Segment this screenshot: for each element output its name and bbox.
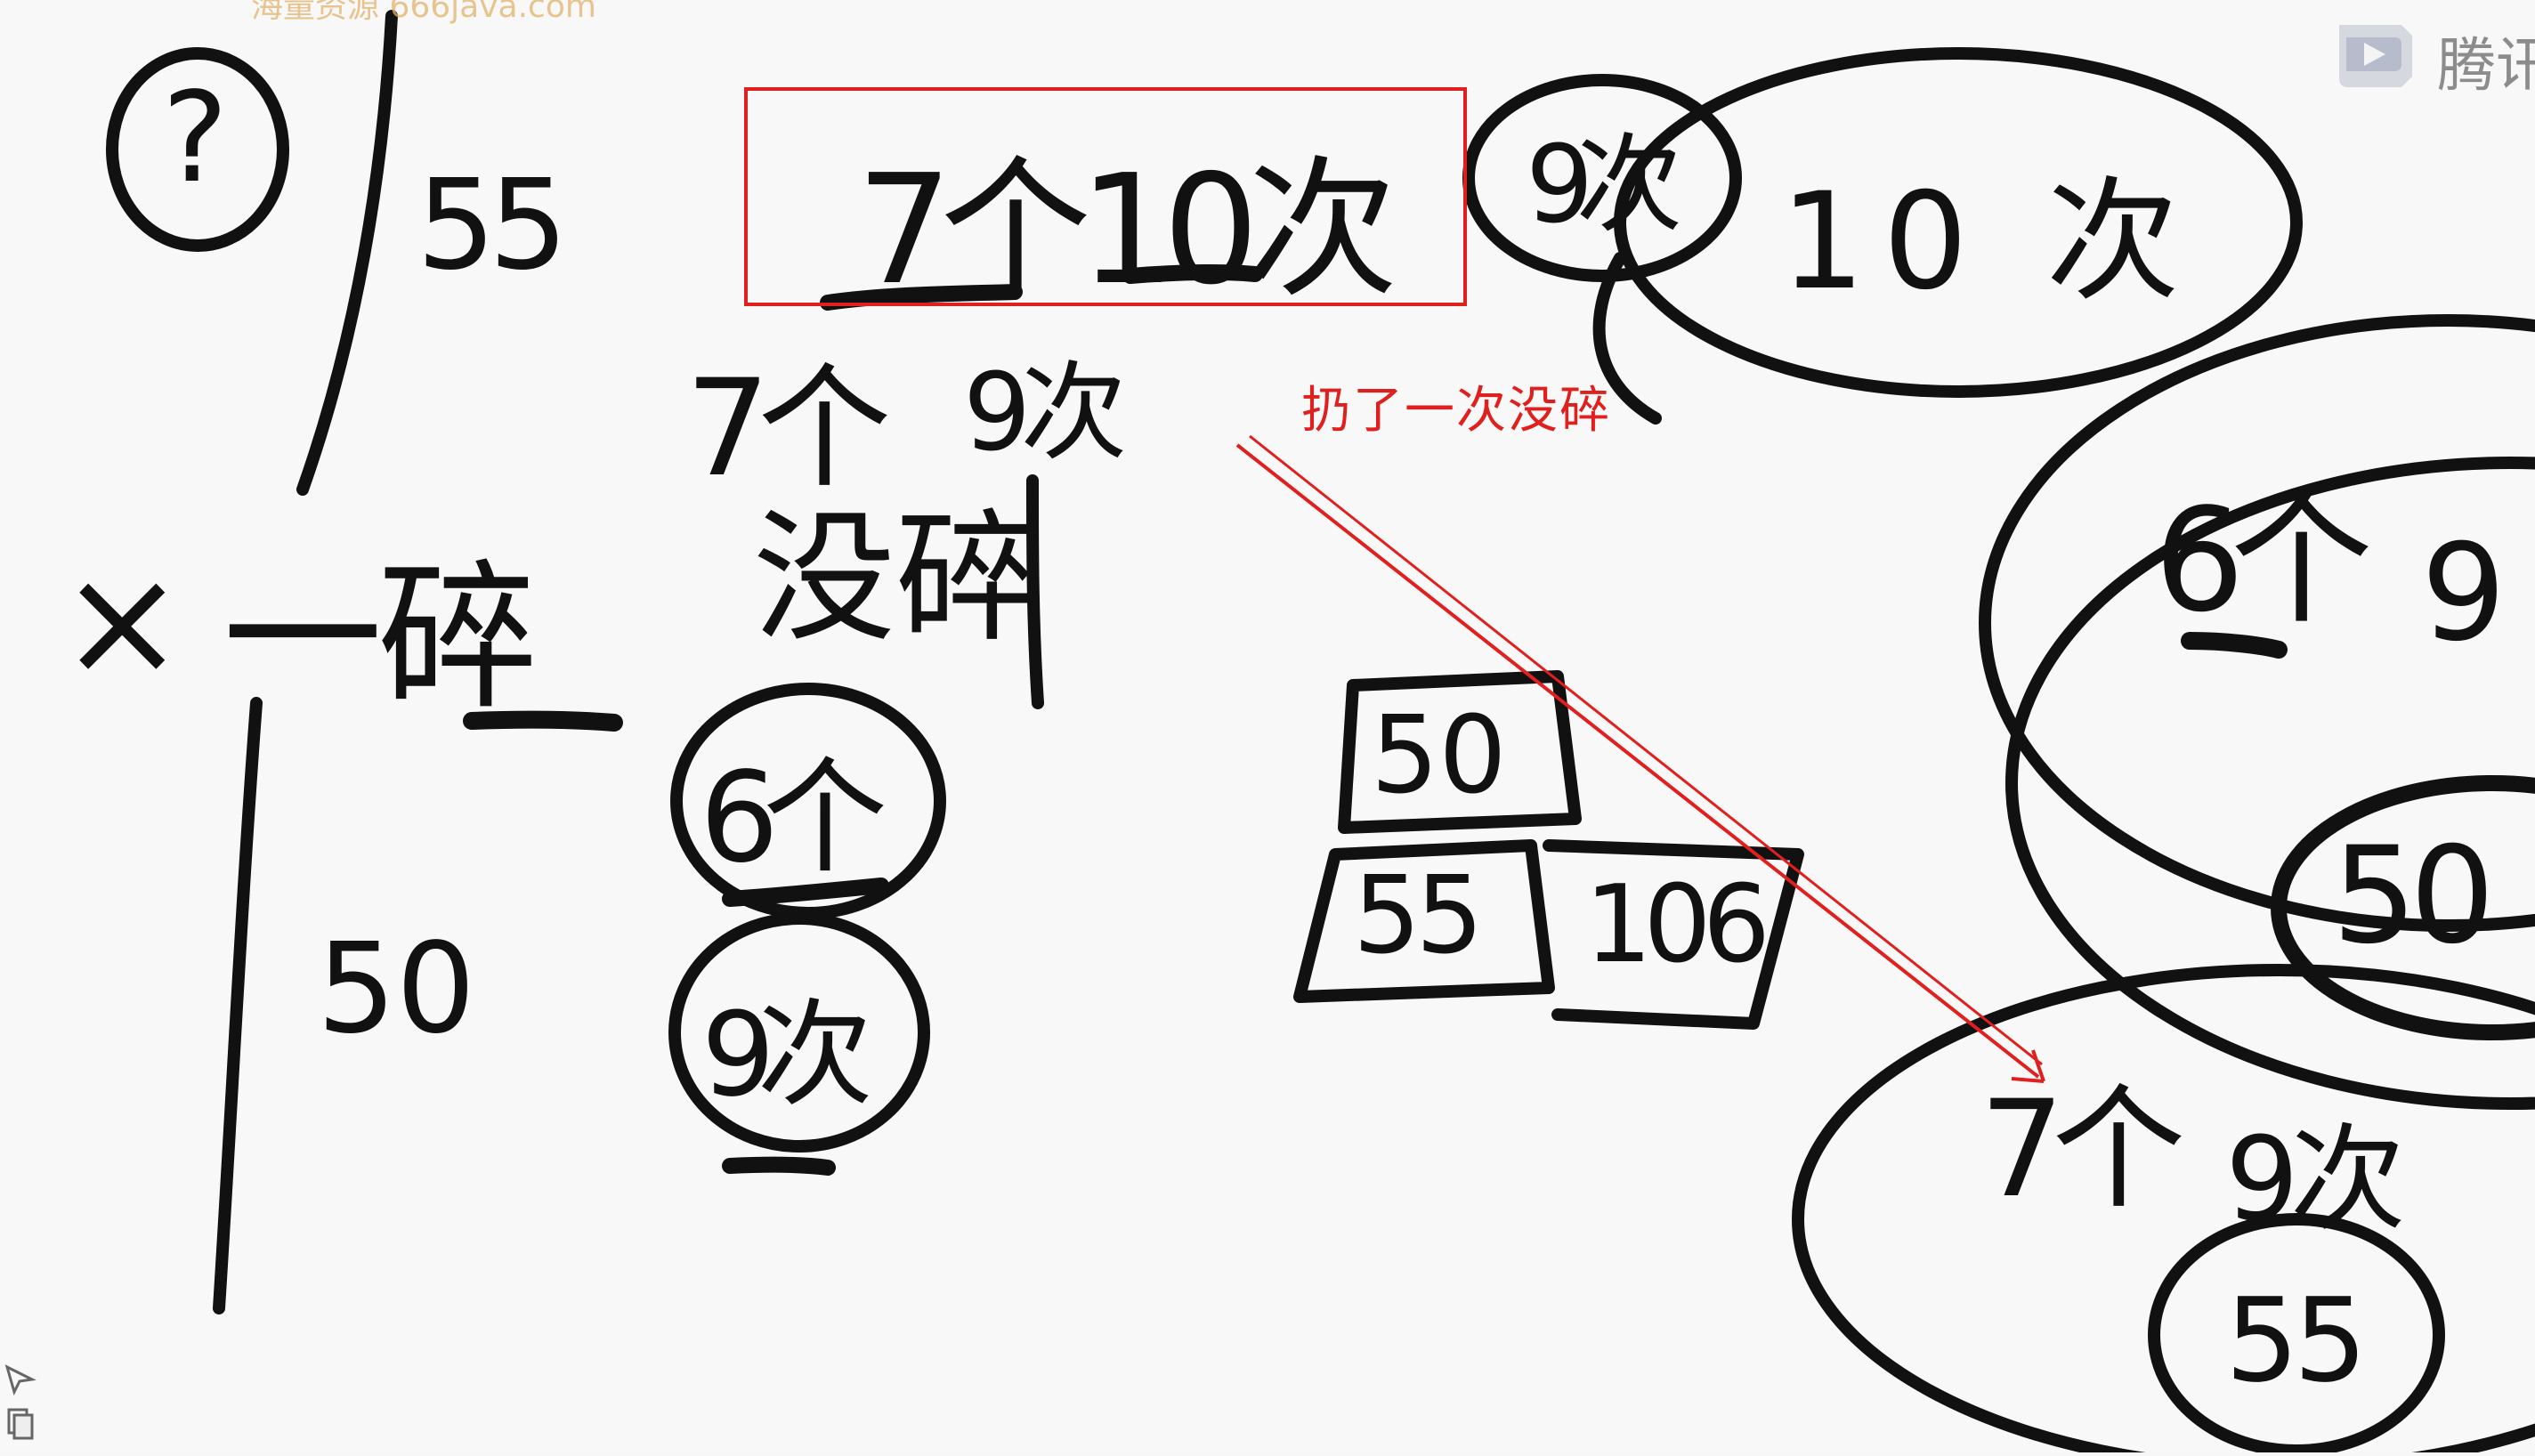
- circle-stroke: [106, 47, 289, 252]
- title-7-10: 7个10次: [856, 142, 1397, 319]
- underline-stroke: [2181, 632, 2288, 659]
- watermark-text: 海量资源 666java.com: [251, 0, 596, 25]
- underline-stroke: [1122, 263, 1263, 284]
- stroke: [1026, 474, 1044, 709]
- circle-stroke: [2271, 775, 2535, 1040]
- box-106: 106: [1584, 863, 1770, 987]
- circle-stroke: [668, 912, 930, 1153]
- right-50: 50: [2332, 819, 2495, 974]
- right-55: 55: [2225, 1273, 2367, 1408]
- pointer-tool-icon[interactable]: [2, 1362, 37, 1397]
- annotation-arrow: [1235, 443, 2040, 1079]
- circle-stroke: [2005, 457, 2535, 1110]
- underline-stroke: [722, 1156, 836, 1176]
- underline-stroke: [820, 284, 1023, 311]
- circle-stroke: [1792, 964, 2535, 1456]
- tencent-classroom-logo-icon: [2339, 25, 2412, 87]
- box-stroke: [1293, 839, 1555, 1003]
- question-mark: ?: [162, 66, 229, 211]
- divider-stroke: [296, 10, 398, 496]
- number-50: 50: [317, 917, 476, 1062]
- copy-tool-icon[interactable]: [2, 1404, 37, 1444]
- annotation-arrow: [1249, 434, 2043, 1066]
- label-9: 9次: [963, 352, 1127, 475]
- label-7: 7个: [685, 352, 891, 506]
- right-9: 9: [2421, 516, 2507, 671]
- circle-stroke: [1462, 74, 1742, 282]
- circled-9-ci: 9次: [1526, 124, 1682, 247]
- number-55: 55: [417, 153, 568, 298]
- circled-9: 9次: [701, 987, 873, 1122]
- logo-text: 腾讯: [2437, 31, 2535, 100]
- annotation-arrow-head: [2011, 1049, 2045, 1083]
- circled-6: 6个: [700, 746, 887, 891]
- box-stroke: [1338, 670, 1582, 834]
- circle-stroke: [1979, 314, 2535, 932]
- box-stroke: [1543, 839, 1804, 1030]
- x-mark: ×: [59, 534, 186, 710]
- label-10-ci: 10 次: [1780, 165, 2198, 320]
- label-one-break: 一碎: [223, 546, 538, 732]
- label-no-break: 没碎: [753, 495, 1039, 661]
- right-7: 7个: [1980, 1072, 2185, 1227]
- right-9-ci: 9次: [2225, 1112, 2406, 1247]
- annotation-text[interactable]: 扔了一次没碎: [1301, 382, 1611, 440]
- box-50: 50: [1371, 694, 1507, 818]
- underline-stroke: [463, 710, 623, 732]
- box-55: 55: [1353, 854, 1484, 978]
- divider-stroke: [213, 697, 263, 1314]
- right-6: 6个: [2154, 477, 2373, 643]
- stroke: [1592, 252, 1662, 425]
- circle-stroke: [1614, 47, 2303, 398]
- circle-stroke: [2148, 1213, 2445, 1456]
- annotation-rectangle[interactable]: [744, 87, 1467, 306]
